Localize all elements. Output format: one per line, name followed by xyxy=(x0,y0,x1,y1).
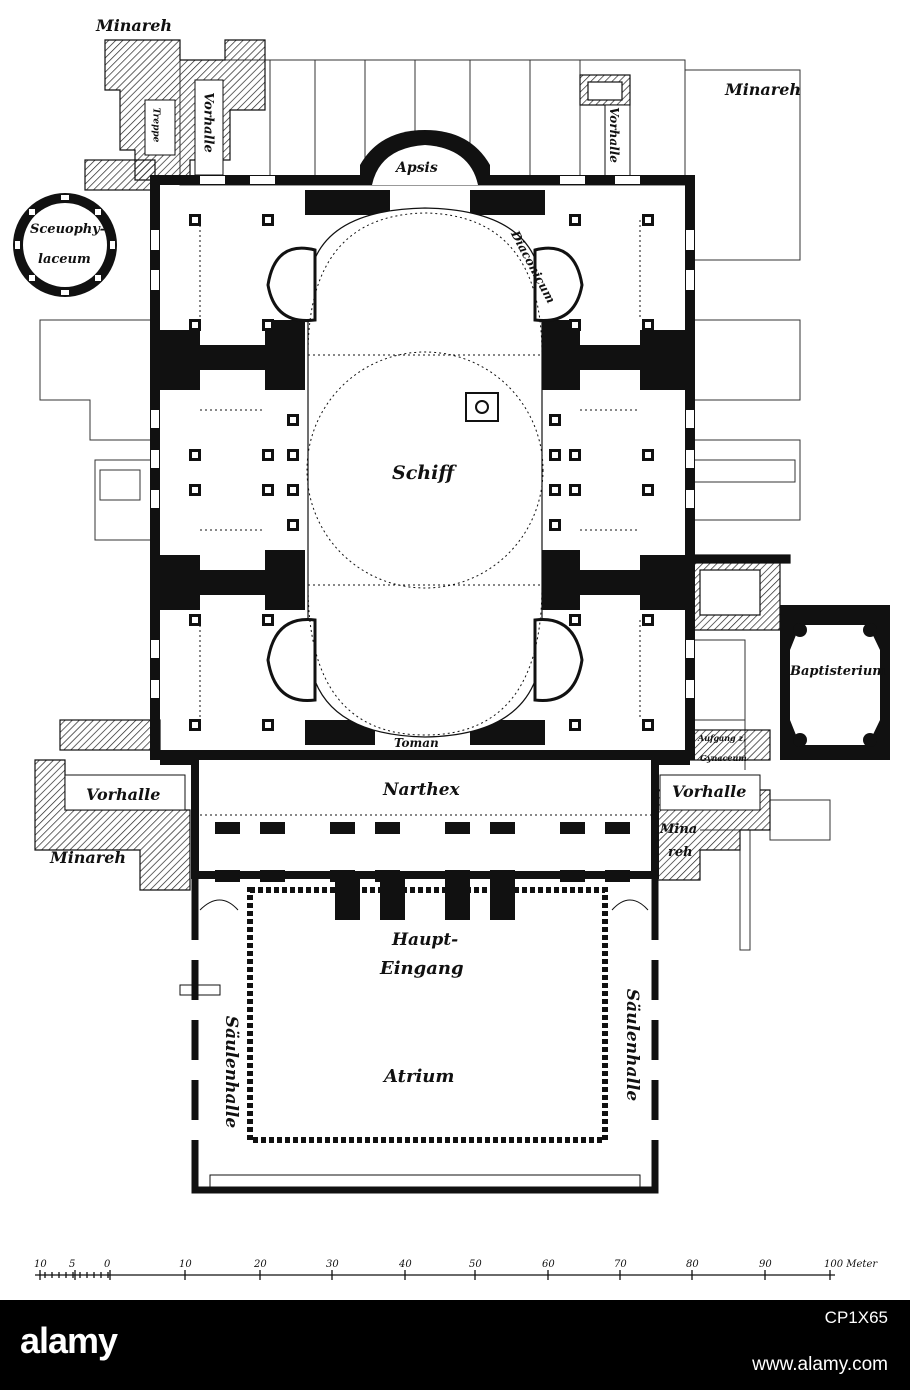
column-core xyxy=(290,522,296,528)
scale-label: 20 xyxy=(254,1259,267,1270)
scale-label: 10 xyxy=(179,1259,192,1270)
label-schiff: Schiff xyxy=(392,462,455,484)
label-minareh-nw: Minareh xyxy=(96,16,173,35)
scale-label: 5 xyxy=(69,1259,76,1270)
column-core xyxy=(572,322,578,328)
narthex-pier xyxy=(375,822,400,834)
column-core xyxy=(645,617,651,623)
column-core xyxy=(192,217,198,223)
scale-label: 50 xyxy=(469,1259,482,1270)
column-core xyxy=(572,487,578,493)
label-vorhalle-e: Vorhalle xyxy=(672,782,747,801)
scale-label: 80 xyxy=(686,1259,699,1270)
column-core xyxy=(572,452,578,458)
column-core xyxy=(290,487,296,493)
column-core xyxy=(192,722,198,728)
narthex-pier xyxy=(490,822,515,834)
column-core xyxy=(290,417,296,423)
label-atrium: Atrium xyxy=(384,1066,455,1087)
column-core xyxy=(552,522,558,528)
narthex-pier xyxy=(330,822,355,834)
column-core xyxy=(192,322,198,328)
label-vorhalle-w: Vorhalle xyxy=(86,785,161,804)
column-core xyxy=(645,487,651,493)
label-minareh-ne: Minareh xyxy=(725,80,802,99)
label-saeulenhalle-w: Säulenhalle xyxy=(221,1015,242,1129)
scale-label: 30 xyxy=(326,1259,339,1270)
scale-label: 90 xyxy=(759,1259,772,1270)
column-core xyxy=(265,722,271,728)
label-minareh-sw: Minareh xyxy=(50,848,127,867)
label-haupt: Haupt- xyxy=(392,930,459,950)
scale-label: 0 xyxy=(104,1259,111,1270)
scale-label: 10 xyxy=(34,1259,47,1270)
column-core xyxy=(265,217,271,223)
column-core xyxy=(572,617,578,623)
label-aufgang-1: Aufgang z. xyxy=(698,733,746,743)
image-code: CP1X65 xyxy=(824,1308,888,1327)
label-baptisterium: Baptisterium xyxy=(790,664,887,679)
label-minareh-se-1: Mina xyxy=(660,822,698,837)
label-eingang: Eingang xyxy=(380,958,464,979)
column-core xyxy=(265,617,271,623)
column-core xyxy=(265,487,271,493)
label-sceuophylaceum-1: Sceuophy- xyxy=(30,222,106,237)
column-core xyxy=(645,722,651,728)
column-core xyxy=(552,417,558,423)
column-core xyxy=(192,487,198,493)
column-core xyxy=(572,722,578,728)
label-saeulenhalle-e: Säulenhalle xyxy=(622,988,643,1102)
column-core xyxy=(645,322,651,328)
label-vorhalle-nw: Vorhalle xyxy=(200,92,216,153)
label-aufgang-2: Gynaceum xyxy=(700,753,747,763)
scale-label: 40 xyxy=(399,1259,412,1270)
label-sceuophylaceum-2: laceum xyxy=(38,252,91,267)
scale-label: 60 xyxy=(542,1259,555,1270)
narthex-pier xyxy=(560,822,585,834)
column-core xyxy=(192,452,198,458)
narthex-pier xyxy=(445,822,470,834)
column-core xyxy=(552,452,558,458)
column-core xyxy=(265,322,271,328)
column-core xyxy=(645,217,651,223)
label-treppe: Treppe xyxy=(150,107,161,143)
column-core xyxy=(572,217,578,223)
column-core xyxy=(265,452,271,458)
label-narthex: Narthex xyxy=(383,780,460,800)
column-core xyxy=(192,617,198,623)
narthex-pier xyxy=(260,822,285,834)
narthex-pier xyxy=(215,822,240,834)
label-apsis: Apsis xyxy=(396,160,438,176)
scale-label: 100 Meter xyxy=(824,1259,878,1270)
footer-url: www.alamy.com xyxy=(752,1354,888,1375)
floor-plan xyxy=(13,39,890,1280)
stock-footer: alamy CP1X65 www.alamy.com xyxy=(0,1300,910,1390)
label-toman: Toman xyxy=(394,736,439,750)
column-core xyxy=(645,452,651,458)
narthex-pier xyxy=(605,822,630,834)
brand-logo: alamy xyxy=(20,1320,118,1361)
label-minareh-se-2: reh xyxy=(668,845,693,860)
scale-label: 70 xyxy=(614,1259,627,1270)
column-core xyxy=(290,452,296,458)
column-core xyxy=(552,487,558,493)
label-vorhalle-ne: Vorhalle xyxy=(606,107,621,163)
